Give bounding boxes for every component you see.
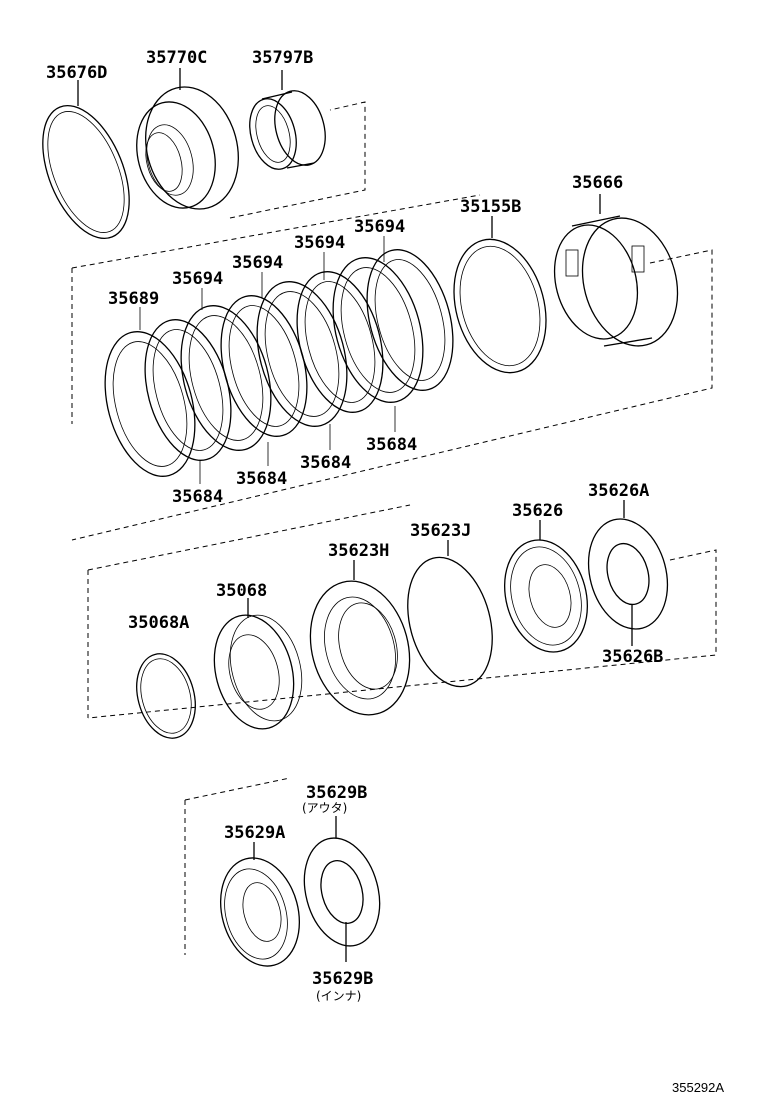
- group-outline-piston: [87, 504, 717, 719]
- label-35629B-outer[interactable]: 35629B: [306, 783, 367, 803]
- part-labels: 35676D 35770C 35797B 35666 35155B 35694 …: [46, 48, 724, 1095]
- label-35684-3[interactable]: 35684: [300, 453, 351, 473]
- label-35629B-outer-note: (アウタ): [302, 801, 347, 815]
- group-outline-top: [229, 101, 366, 219]
- reference-code: 355292A: [672, 1080, 724, 1095]
- label-35068[interactable]: 35068: [216, 581, 267, 601]
- label-35666[interactable]: 35666: [572, 173, 623, 193]
- group-outline-clutch-pack: [71, 194, 713, 541]
- label-35623H[interactable]: 35623H: [328, 541, 389, 561]
- piston-35623H: [309, 560, 411, 716]
- drum-35666: [553, 194, 679, 347]
- label-35626[interactable]: 35626: [512, 501, 563, 521]
- group-outline-bottom: [184, 777, 291, 955]
- label-35684-2[interactable]: 35684: [236, 469, 287, 489]
- label-35797B[interactable]: 35797B: [252, 48, 313, 68]
- sleeve-35797B: [249, 70, 326, 170]
- label-35770C[interactable]: 35770C: [146, 48, 207, 68]
- label-35068A[interactable]: 35068A: [128, 613, 189, 633]
- label-35626A[interactable]: 35626A: [588, 481, 649, 501]
- label-35684-1[interactable]: 35684: [172, 487, 223, 507]
- snap-ring-35676D: [42, 80, 130, 240]
- one-way-clutch-35770C: [136, 68, 239, 210]
- label-35629B-inner[interactable]: 35629B: [312, 969, 373, 989]
- label-35626B[interactable]: 35626B: [602, 647, 663, 667]
- label-35694-2[interactable]: 35694: [232, 253, 283, 273]
- label-35694-1[interactable]: 35694: [172, 269, 223, 289]
- return-spring-35068: [213, 598, 303, 730]
- label-35629A[interactable]: 35629A: [224, 823, 285, 843]
- washer-35626A-35626B: [587, 500, 669, 646]
- snap-ring-35068A: [136, 653, 196, 739]
- o-ring-35623J: [407, 540, 493, 688]
- label-35694-3[interactable]: 35694: [294, 233, 345, 253]
- clutch-plate-stack: [104, 236, 454, 484]
- label-35676D[interactable]: 35676D: [46, 63, 107, 83]
- label-35629B-inner-note: (インナ): [316, 989, 361, 1003]
- ring-35155B: [453, 216, 547, 374]
- label-35684-4[interactable]: 35684: [366, 435, 417, 455]
- label-35155B[interactable]: 35155B: [460, 197, 521, 217]
- seal-35629A: [219, 842, 301, 967]
- label-35694-4[interactable]: 35694: [354, 217, 405, 237]
- seal-35626: [503, 520, 589, 653]
- washer-35629B: [303, 816, 381, 962]
- label-35623J[interactable]: 35623J: [410, 521, 471, 541]
- label-35689[interactable]: 35689: [108, 289, 159, 309]
